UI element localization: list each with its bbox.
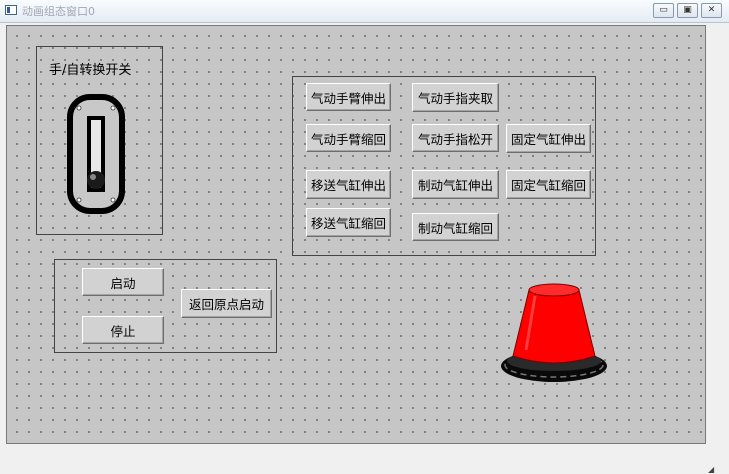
home-start-button[interactable]: 返回原点启动 [181,289,272,318]
transfer-extend-button[interactable]: 移送气缸伸出 [306,170,391,199]
title-bar: 动画组态窗口0 ▭ ▣ ✕ [0,0,729,23]
fixed-retract-button[interactable]: 固定气缸缩回 [506,170,591,199]
toggle-switch[interactable] [67,94,125,214]
transfer-retract-button[interactable]: 移送气缸缩回 [306,208,391,237]
arm-extend-button[interactable]: 气动手臂伸出 [306,83,391,111]
switch-panel [36,46,163,235]
window-icon [5,5,17,15]
brake-retract-button[interactable]: 制动气缸缩回 [412,213,499,241]
fixed-extend-button[interactable]: 固定气缸伸出 [506,124,591,153]
arm-retract-button[interactable]: 气动手臂缩回 [306,124,391,152]
minimize-button[interactable]: ▭ [653,3,674,18]
finger-release-button[interactable]: 气动手指松开 [412,124,499,152]
switch-label: 手/自转换开关 [49,63,132,78]
cylinder-control-panel [292,76,596,256]
stop-button[interactable]: 停止 [82,316,164,344]
maximize-button[interactable]: ▣ [677,3,698,18]
window-title: 动画组态窗口0 [22,5,95,18]
close-button[interactable]: ✕ [701,3,722,18]
resize-handle-icon[interactable]: ◢ [708,465,715,474]
finger-grip-button[interactable]: 气动手指夹取 [412,83,499,112]
start-button[interactable]: 启动 [82,268,164,296]
brake-extend-button[interactable]: 制动气缸伸出 [412,170,499,199]
design-canvas[interactable]: 手/自转换开关 气动手臂伸出 气动手指夹取 气动手臂缩回 气动手指松开 固定气缸… [6,25,714,474]
alarm-lamp [501,283,607,382]
operation-panel [54,259,277,353]
